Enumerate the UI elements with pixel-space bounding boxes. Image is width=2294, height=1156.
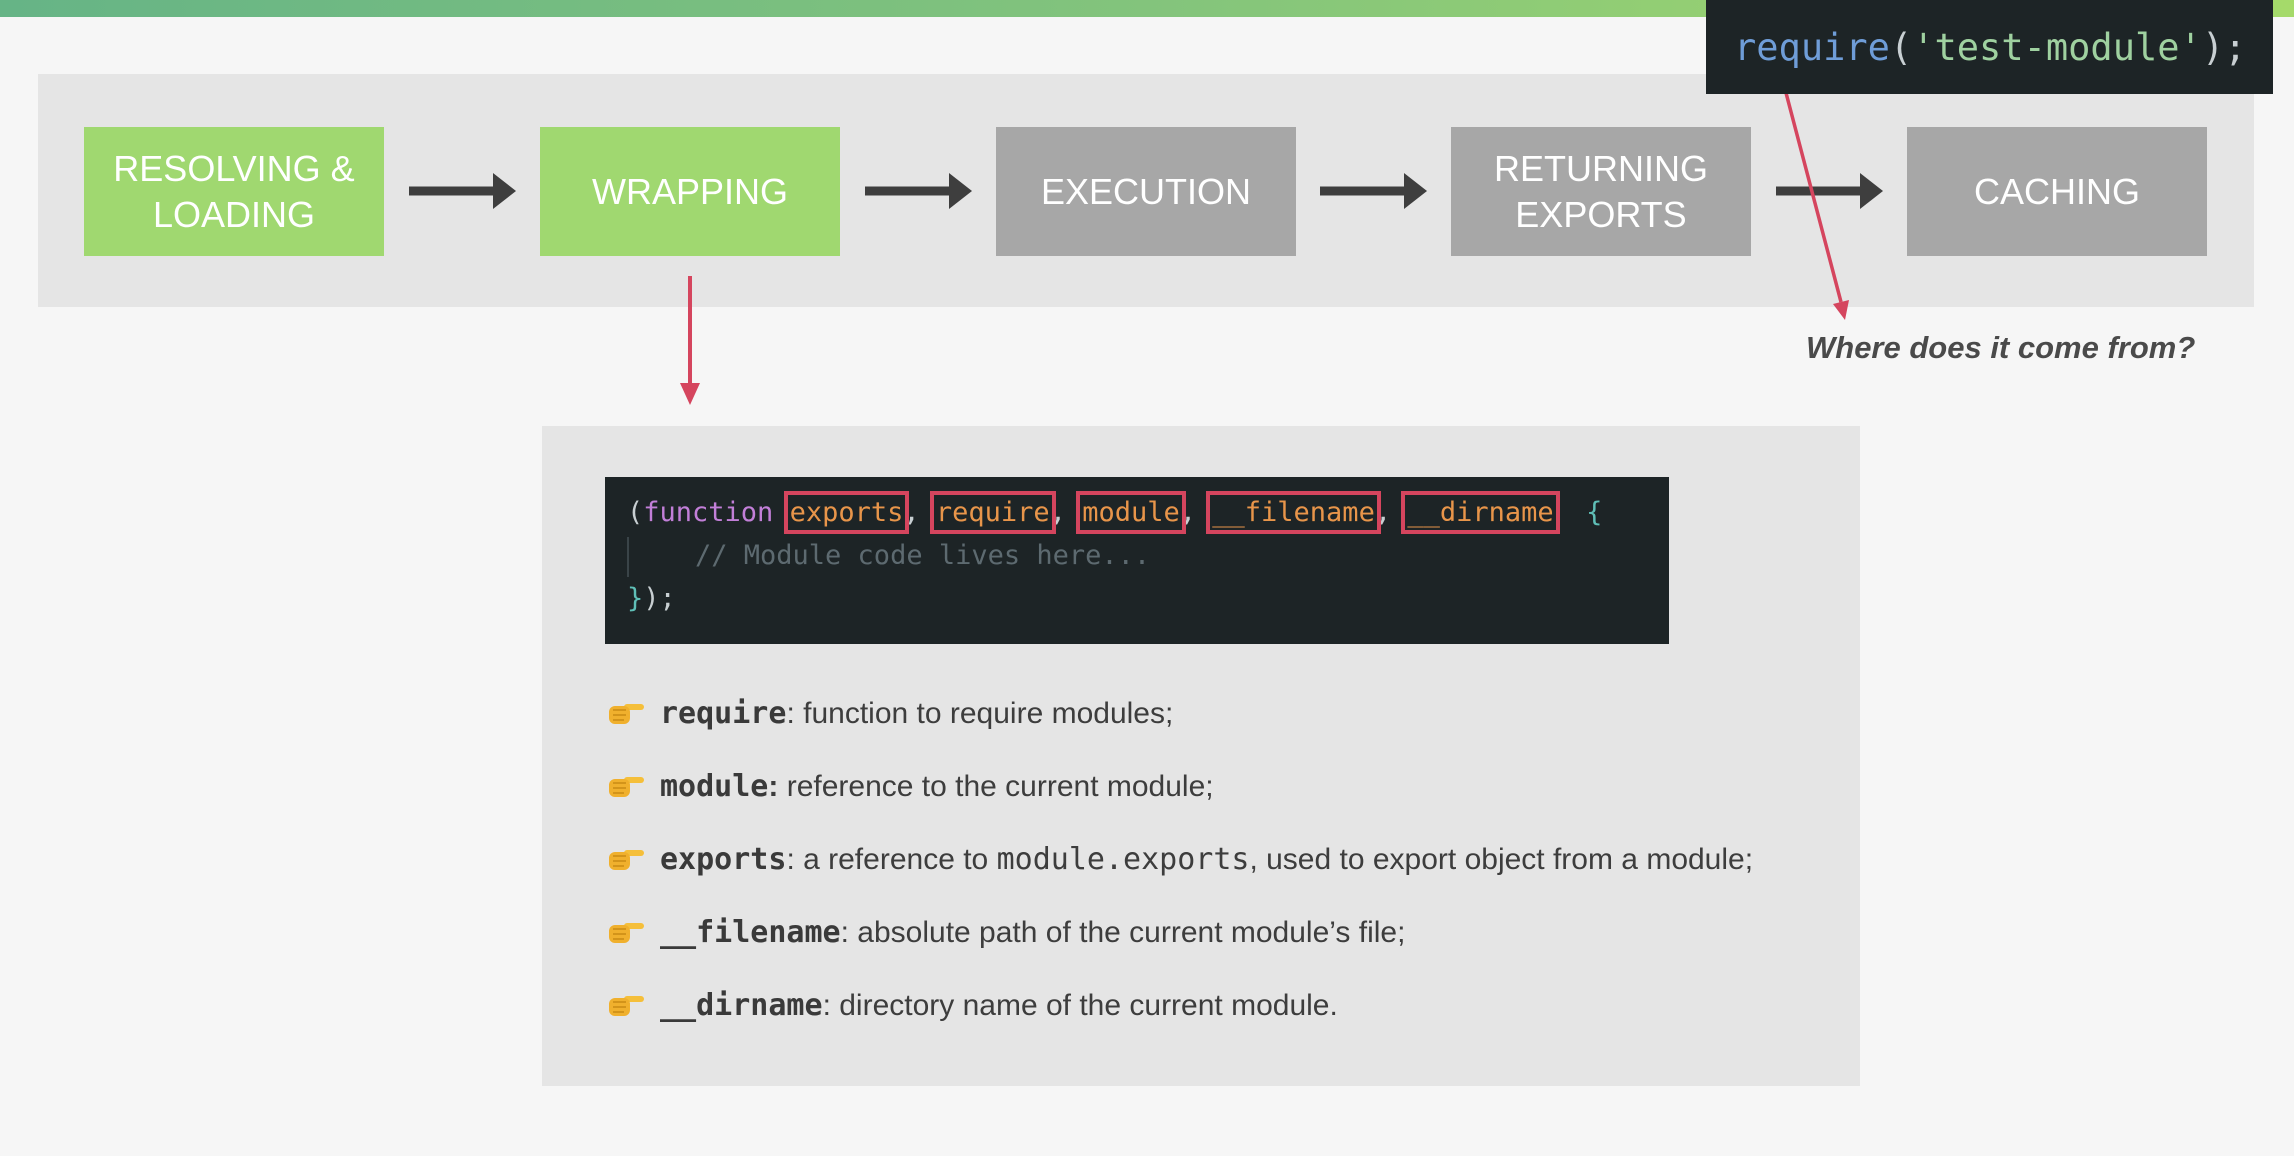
require-code-snippet: require('test-module'); <box>1706 0 2273 94</box>
list-item-text: module: reference to the current module; <box>660 769 1214 804</box>
list-item: __dirname: directory name of the current… <box>606 988 1846 1061</box>
param-module: module <box>1076 491 1186 534</box>
term-filename: __filename <box>660 915 841 950</box>
require-fn: require <box>1734 25 1890 69</box>
code-line-3: }); <box>627 583 676 614</box>
param-dirname: __dirname <box>1401 491 1560 534</box>
require-argument: 'test-module' <box>1912 25 2202 69</box>
pointing-hand-icon <box>609 777 644 797</box>
param-require: require <box>929 491 1056 534</box>
list-item: require: function to require modules; <box>606 696 1846 769</box>
step-execution: EXECUTION <box>996 127 1296 256</box>
flow-arrow-2 <box>865 173 972 209</box>
flow-arrow-3 <box>1320 173 1427 209</box>
list-item: exports: a reference to module.exports, … <box>606 842 1846 915</box>
close-rest: ); <box>643 583 676 614</box>
wrapper-code-block: (function exports, require, module, __fi… <box>605 477 1669 644</box>
list-item: __filename: absolute path of the current… <box>606 915 1846 988</box>
close-brace: } <box>627 583 644 614</box>
require-open-paren: ( <box>1889 25 1913 69</box>
step-caching: CACHING <box>1907 127 2207 256</box>
module-exports-code: module.exports <box>996 842 1250 877</box>
pointing-hand-icon <box>609 923 644 943</box>
list-item-text: __dirname: directory name of the current… <box>660 988 1338 1023</box>
require-close: ); <box>2201 25 2247 69</box>
term-exports: exports <box>660 842 787 877</box>
step-resolving-loading: RESOLVING & LOADING <box>84 127 384 256</box>
require-pointer-arrow <box>1778 69 1849 320</box>
open-paren: ( <box>627 497 644 528</box>
where-question: Where does it come from? <box>1806 330 2196 365</box>
list-item-text: __filename: absolute path of the current… <box>660 915 1406 950</box>
pointing-hand-icon <box>609 704 644 724</box>
list-item-text: require: function to require modules; <box>660 696 1174 731</box>
open-brace: { <box>1586 497 1603 528</box>
term-dirname: __dirname <box>660 988 823 1023</box>
flow-arrow-4 <box>1776 173 1883 209</box>
code-line-1: (function exports, require, module, __fi… <box>627 491 1603 534</box>
function-keyword: function <box>643 497 774 528</box>
module-comment: // Module code lives here... <box>695 540 1151 571</box>
list-item-text: exports: a reference to module.exports, … <box>660 842 1754 877</box>
param-exports: exports <box>783 491 910 534</box>
parameter-list: require: function to require modules; mo… <box>606 696 1846 1061</box>
term-require: require <box>660 696 787 731</box>
pointing-hand-icon <box>609 996 644 1016</box>
indent-guide <box>627 537 629 577</box>
step-wrapping: WRAPPING <box>540 127 840 256</box>
param-filename: __filename <box>1206 491 1381 534</box>
flow-arrow-1 <box>409 173 516 209</box>
list-item: module: reference to the current module; <box>606 769 1846 842</box>
term-module: module <box>660 769 769 804</box>
wrapping-down-arrow <box>680 276 700 405</box>
step-returning-exports: RETURNING EXPORTS <box>1451 127 1751 256</box>
pointing-hand-icon <box>609 850 644 870</box>
